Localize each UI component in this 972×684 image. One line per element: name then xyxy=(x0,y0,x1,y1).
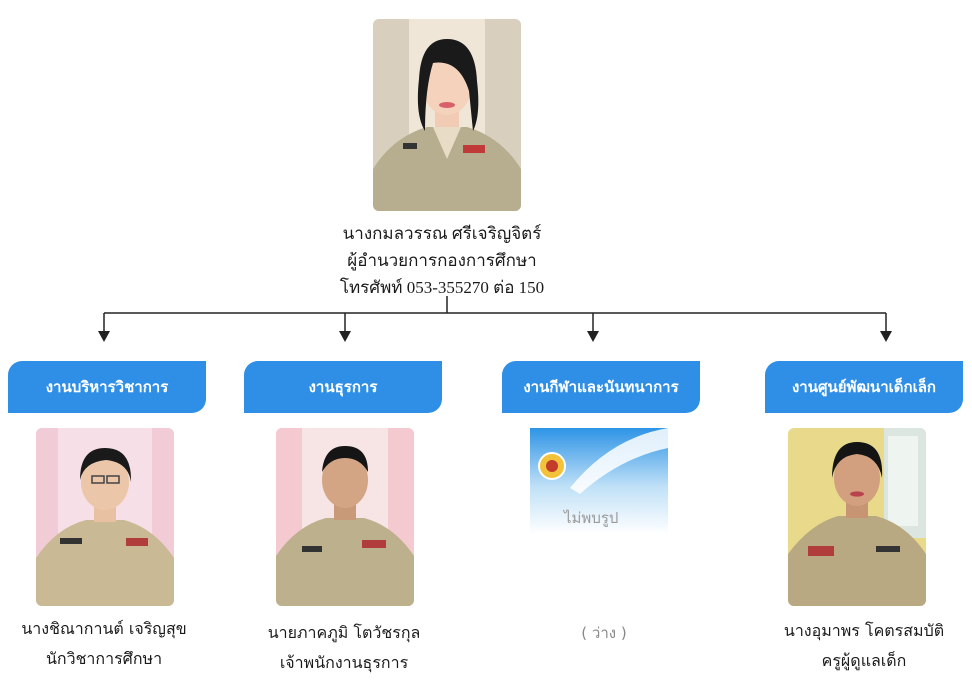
staff-name: ( ว่าง ) xyxy=(581,624,627,642)
staff-portrait-childcare xyxy=(788,428,926,606)
head-portrait xyxy=(373,19,521,211)
staff-placeholder-image: ไม่พบรูป xyxy=(530,428,668,534)
staff-name: นายภาคภูมิ โตวัชรกุล xyxy=(267,623,421,642)
head-phone: โทรศัพท์ 053-355270 ต่อ 150 xyxy=(339,278,545,297)
placeholder-text: ไม่พบรูป xyxy=(564,509,619,527)
head-name: นางกมลวรรณ ศรีเจริญจิตร์ xyxy=(342,224,542,243)
dept-label-admin: งานธุรการ xyxy=(244,361,442,413)
arrow-head-4 xyxy=(880,331,892,342)
arrow-head-1 xyxy=(98,331,110,342)
staff-info-admin: นายภาคภูมิ โตวัชรกุล เจ้าพนักงานธุรการ xyxy=(244,618,444,678)
dept-label-childcare: งานศูนย์พัฒนาเด็กเล็ก xyxy=(765,361,963,413)
arrow-head-2 xyxy=(339,331,351,342)
staff-name: นางอุมาพร โคตรสมบัติ xyxy=(783,621,945,640)
staff-portrait-admin xyxy=(276,428,414,606)
arrow-head-3 xyxy=(587,331,599,342)
staff-position: นักวิชาการศึกษา xyxy=(45,649,163,668)
dept-label-academic: งานบริหารวิชาการ xyxy=(8,361,206,413)
staff-portrait-academic xyxy=(36,428,174,606)
staff-info-academic: นางชิณากานต์ เจริญสุข นักวิชาการศึกษา xyxy=(4,614,204,674)
staff-position: เจ้าพนักงานธุรการ xyxy=(279,653,409,672)
staff-name: นางชิณากานต์ เจริญสุข xyxy=(21,619,187,638)
head-position: ผู้อำนวยการกองการศึกษา xyxy=(347,251,537,270)
staff-info-childcare: นางอุมาพร โคตรสมบัติ ครูผู้ดูแลเด็ก xyxy=(764,616,964,676)
head-info: นางกมลวรรณ ศรีเจริญจิตร์ ผู้อำนวยการกองก… xyxy=(292,220,592,301)
staff-position: ครูผู้ดูแลเด็ก xyxy=(821,651,907,670)
dept-label-sports: งานกีฬาและนันทนาการ xyxy=(502,361,700,413)
staff-info-sports: ( ว่าง ) xyxy=(504,618,704,648)
